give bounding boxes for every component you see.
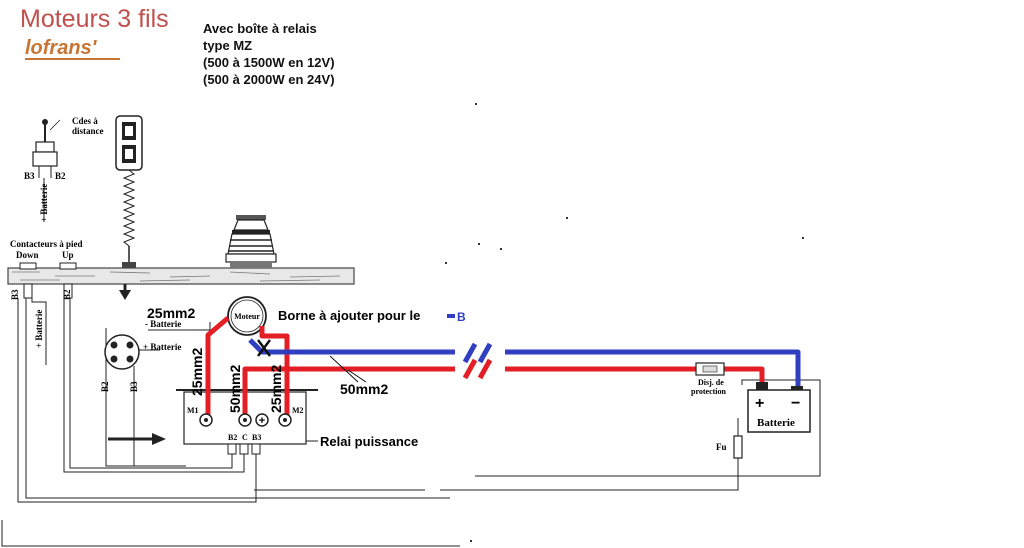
cable-label-vertical-mid: 50mm2 (227, 365, 243, 413)
cable-label-vertical-right: 25mm2 (268, 365, 284, 413)
diagram-title: Moteurs 3 fils (20, 5, 169, 33)
added-terminal-marker-icon (257, 339, 271, 357)
cable-main-red-c (724, 366, 765, 382)
subtitle-block: Avec boîte à relais type MZ (500 à 1500W… (203, 21, 335, 87)
remote-label-line-2: distance (72, 126, 104, 136)
remote-terminal-b3: B3 (24, 171, 35, 181)
cable-main-red-a (242, 366, 455, 415)
cable-label-vertical-left: 25mm2 (189, 348, 205, 396)
remote-supply-label: + Batterie (39, 184, 49, 222)
foot-switch-title: Contacteurs à pied (10, 239, 83, 249)
battery-plus: + (755, 395, 764, 412)
remote-label-line-1: Cdes à (72, 116, 98, 126)
motor-terminal-note: Borne à ajouter pour le (278, 308, 420, 323)
relay-terminal-b3: B3 (252, 433, 261, 442)
direction-arrow-icon (108, 433, 166, 445)
remote-terminal-b2: B2 (55, 171, 66, 181)
breaker-label-line-1: Disj. de (698, 378, 724, 387)
subtitle-line-3: (500 à 1500W en 12V) (203, 55, 335, 70)
foot-terminal-b3: B3 (10, 289, 20, 300)
relay-bottom-pins (227, 443, 261, 455)
socket-terminal-b3: B3 (129, 381, 139, 392)
socket-connector (104, 334, 140, 370)
remote-switch (32, 119, 61, 178)
socket-plus-label: + Batterie (143, 342, 181, 352)
relay-plus-symbol: + (259, 415, 265, 427)
battery-label: Batterie (757, 417, 795, 429)
subtitle-line-1: Avec boîte à relais (203, 21, 317, 36)
control-wires (17, 298, 821, 503)
relay-m2-label: M2 (292, 406, 304, 415)
wire-break-marks (425, 474, 440, 492)
breaker-label-line-2: protection (691, 387, 727, 396)
relay-m1-label: M1 (187, 406, 199, 415)
negative-legend-label: B (457, 310, 466, 324)
relay-terminal-c: C (242, 433, 248, 442)
fuse-label: Fu (716, 442, 727, 452)
socket-minus-label: - Batterie (145, 319, 181, 329)
subtitle-line-4: (500 à 2000W en 24V) (203, 72, 335, 87)
cable-label-top-left: 25mm2 (147, 305, 195, 321)
motor-label: Moteur (234, 312, 260, 321)
cable-m1-red (205, 316, 230, 415)
foot-switches (19, 262, 77, 299)
foot-switch-down: Down (16, 250, 39, 260)
relay-label: Relai puissance (320, 434, 418, 449)
battery (747, 382, 811, 433)
motor (227, 296, 267, 336)
foot-terminal-b2: B2 (62, 289, 72, 300)
windlass (225, 215, 277, 268)
cable-label-main: 50mm2 (340, 381, 388, 397)
cable-label-leaders (329, 355, 367, 383)
boat-deck (7, 267, 355, 285)
cable-break-marks (462, 342, 493, 380)
scan-dots (445, 103, 804, 542)
foot-supply-label: + Batterie (34, 310, 44, 348)
breaker (695, 362, 725, 376)
battery-minus: − (791, 395, 800, 412)
handheld-remote (115, 115, 143, 300)
socket-terminal-b2: B2 (100, 381, 110, 392)
subtitle-line-2: type MZ (203, 38, 252, 53)
frame-corner (1, 520, 460, 547)
cable-m2-red (259, 326, 290, 415)
foot-switch-up: Up (62, 250, 74, 260)
brand-logo: lofrans' (25, 37, 98, 59)
fuse-icon (733, 435, 743, 459)
cable-negative-blue-b (505, 349, 801, 388)
relay-terminals (199, 413, 292, 427)
cable-negative-blue-a (248, 338, 455, 355)
relay-terminal-b2: B2 (228, 433, 237, 442)
